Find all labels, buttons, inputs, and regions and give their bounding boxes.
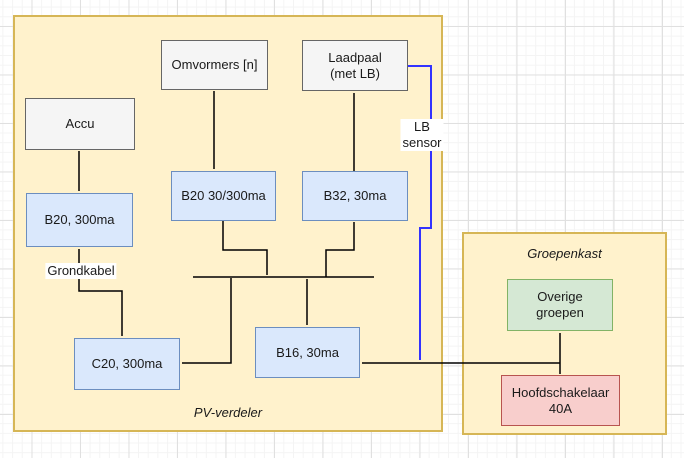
node-b20-300ma[interactable]: B20, 300ma <box>26 193 133 247</box>
node-hoofdschakelaar-label: Hoofdschakelaar 40A <box>511 384 610 416</box>
node-accu[interactable]: Accu <box>25 98 135 150</box>
edge-label-lb-sensor[interactable]: LB sensor <box>400 119 444 151</box>
node-accu-label: Accu <box>65 116 95 131</box>
node-laadpaal-label: Laadpaal (met LB) <box>328 49 382 81</box>
container-groepenkast-title: Groepenkast <box>527 246 602 261</box>
node-b32-30ma-label: B32, 30ma <box>323 188 387 203</box>
node-b20-30-300ma-label: B20 30/300ma <box>181 188 266 203</box>
container-pv-verdeler-title: PV-verdeler <box>193 405 263 420</box>
node-omvormers-label: Omvormers [n] <box>171 57 258 72</box>
node-c20-300ma-label: C20, 300ma <box>91 356 163 371</box>
node-c20-300ma[interactable]: C20, 300ma <box>74 338 180 390</box>
node-b32-30ma[interactable]: B32, 30ma <box>302 171 408 221</box>
node-hoofdschakelaar[interactable]: Hoofdschakelaar 40A <box>501 375 620 426</box>
node-omvormers[interactable]: Omvormers [n] <box>161 40 268 90</box>
node-b20-30-300ma[interactable]: B20 30/300ma <box>171 171 276 221</box>
node-overige-groepen-label: Overige groepen <box>536 289 584 320</box>
node-overige-groepen[interactable]: Overige groepen <box>507 279 613 331</box>
node-b16-30ma-label: B16, 30ma <box>276 344 339 360</box>
node-b20-300ma-label: B20, 300ma <box>44 212 115 227</box>
edge-label-grondkabel[interactable]: Grondkabel <box>45 263 117 279</box>
node-b16-30ma[interactable]: B16, 30ma <box>255 327 360 378</box>
node-laadpaal[interactable]: Laadpaal (met LB) <box>302 40 408 91</box>
